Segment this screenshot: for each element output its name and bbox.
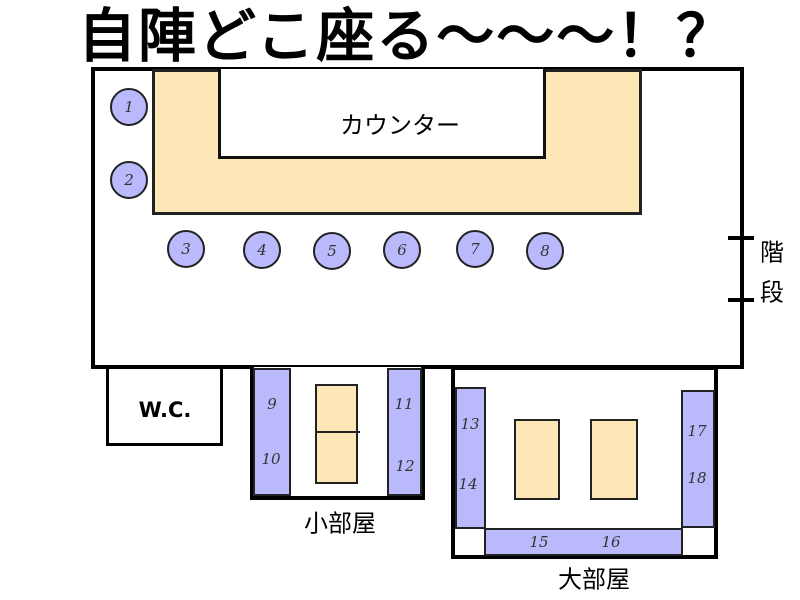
seat-11[interactable]: 11 [394, 395, 414, 413]
large-room-bench-bottom [484, 528, 683, 556]
small-room-table [315, 384, 358, 484]
seat-5[interactable]: 5 [313, 232, 351, 270]
stairs-marker-bottom [728, 298, 754, 302]
large-room-table-2 [590, 419, 638, 500]
seat-6[interactable]: 6 [383, 231, 421, 269]
wc-label: W.C. [138, 398, 192, 422]
small-room-bench-left [253, 368, 291, 496]
seat-7[interactable]: 7 [456, 230, 494, 268]
seat-10[interactable]: 10 [261, 450, 281, 468]
seat-8[interactable]: 8 [526, 232, 564, 270]
stairs-label-2: 段 [760, 278, 784, 307]
large-room-table-1 [514, 419, 560, 500]
seat-2[interactable]: 2 [110, 161, 148, 199]
seat-12[interactable]: 12 [395, 457, 415, 475]
counter-label: カウンター [340, 111, 460, 140]
seat-4[interactable]: 4 [243, 231, 281, 269]
seat-16[interactable]: 16 [601, 533, 621, 551]
small-room-table-divider [315, 431, 360, 433]
seat-17[interactable]: 17 [687, 422, 707, 440]
large-room-bench-left [455, 387, 486, 529]
large-room-bench-right [681, 390, 715, 528]
seat-9[interactable]: 9 [267, 395, 277, 413]
seat-15[interactable]: 15 [529, 533, 549, 551]
large-room [451, 366, 718, 559]
page-title: 自陣どこ座る〜〜〜！？ [78, 2, 737, 70]
stairs-marker-top [728, 236, 754, 240]
small-room-label: 小部屋 [304, 509, 376, 538]
small-room-bench-right [387, 368, 422, 496]
large-room-label: 大部屋 [558, 565, 630, 594]
seat-13[interactable]: 13 [460, 415, 480, 433]
seat-18[interactable]: 18 [687, 469, 707, 487]
counter-inner [218, 69, 546, 159]
stairs-label-1: 階 [760, 238, 784, 267]
seat-1[interactable]: 1 [110, 88, 148, 126]
seat-14[interactable]: 14 [458, 475, 478, 493]
seat-3[interactable]: 3 [167, 230, 205, 268]
wc [106, 369, 223, 446]
